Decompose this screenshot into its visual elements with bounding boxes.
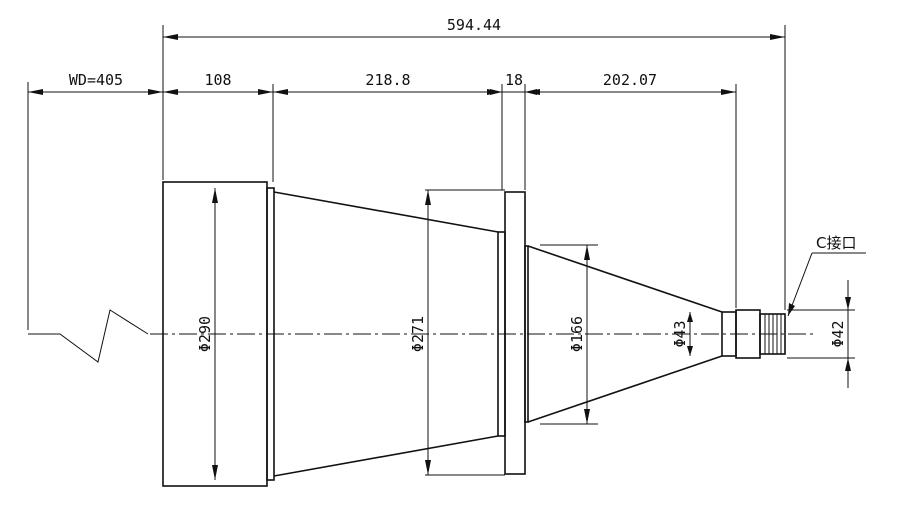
arrowhead: [525, 89, 540, 95]
arrowhead: [845, 297, 851, 310]
diameter-166: Φ166: [568, 245, 590, 424]
arrowhead: [845, 358, 851, 371]
arrowhead: [425, 460, 431, 475]
arrowhead: [721, 89, 736, 95]
arrowhead: [163, 89, 178, 95]
diameter-290-text: Φ290: [196, 316, 214, 352]
diameter-271: Φ271: [409, 190, 431, 475]
arrowhead: [212, 188, 218, 203]
arrowhead: [687, 312, 693, 322]
dimension-wd-text: WD=405: [69, 71, 123, 89]
dimension-202-text: 202.07: [603, 71, 657, 89]
arrowhead: [163, 34, 178, 40]
cone-body-bottom: [273, 435, 499, 477]
rear-cone-top: [527, 245, 723, 313]
dimension-overall: 594.44: [163, 16, 785, 40]
arrowhead: [28, 89, 43, 95]
diameter-42: Φ42: [829, 280, 851, 388]
diameter-166-text: Φ166: [568, 316, 586, 352]
dimension-chain: WD=405 108 218.8 18 202.07: [28, 71, 736, 95]
diameter-42-text: Φ42: [829, 320, 847, 347]
dimension-18-text: 18: [505, 71, 523, 89]
arrowhead: [258, 89, 273, 95]
arrowhead: [770, 34, 785, 40]
rear-cone-bottom: [527, 355, 723, 423]
optical-axis: [28, 309, 815, 363]
dimension-108-text: 108: [204, 71, 231, 89]
diameter-271-text: Φ271: [409, 316, 427, 352]
arrowhead: [490, 89, 502, 95]
diameter-43: Φ43: [671, 312, 693, 356]
arrowhead: [425, 190, 431, 205]
arrowhead: [212, 465, 218, 480]
c-mount-callout: C接口: [787, 234, 866, 317]
extension-lines: [27, 25, 855, 476]
cone-body-top: [273, 191, 499, 233]
arrowhead: [687, 346, 693, 356]
arrowhead: [584, 409, 590, 424]
flange: [504, 191, 526, 475]
arrowhead: [148, 89, 163, 95]
c-mount-label: C接口: [816, 234, 856, 252]
arrowhead: [273, 89, 288, 95]
arrowhead: [584, 245, 590, 260]
break-line: [28, 309, 149, 363]
dimension-overall-text: 594.44: [447, 16, 501, 34]
diameter-43-text: Φ43: [671, 320, 689, 347]
diameter-290: Φ290: [196, 188, 218, 480]
arrowhead: [788, 303, 795, 316]
dimension-218-text: 218.8: [365, 71, 410, 89]
